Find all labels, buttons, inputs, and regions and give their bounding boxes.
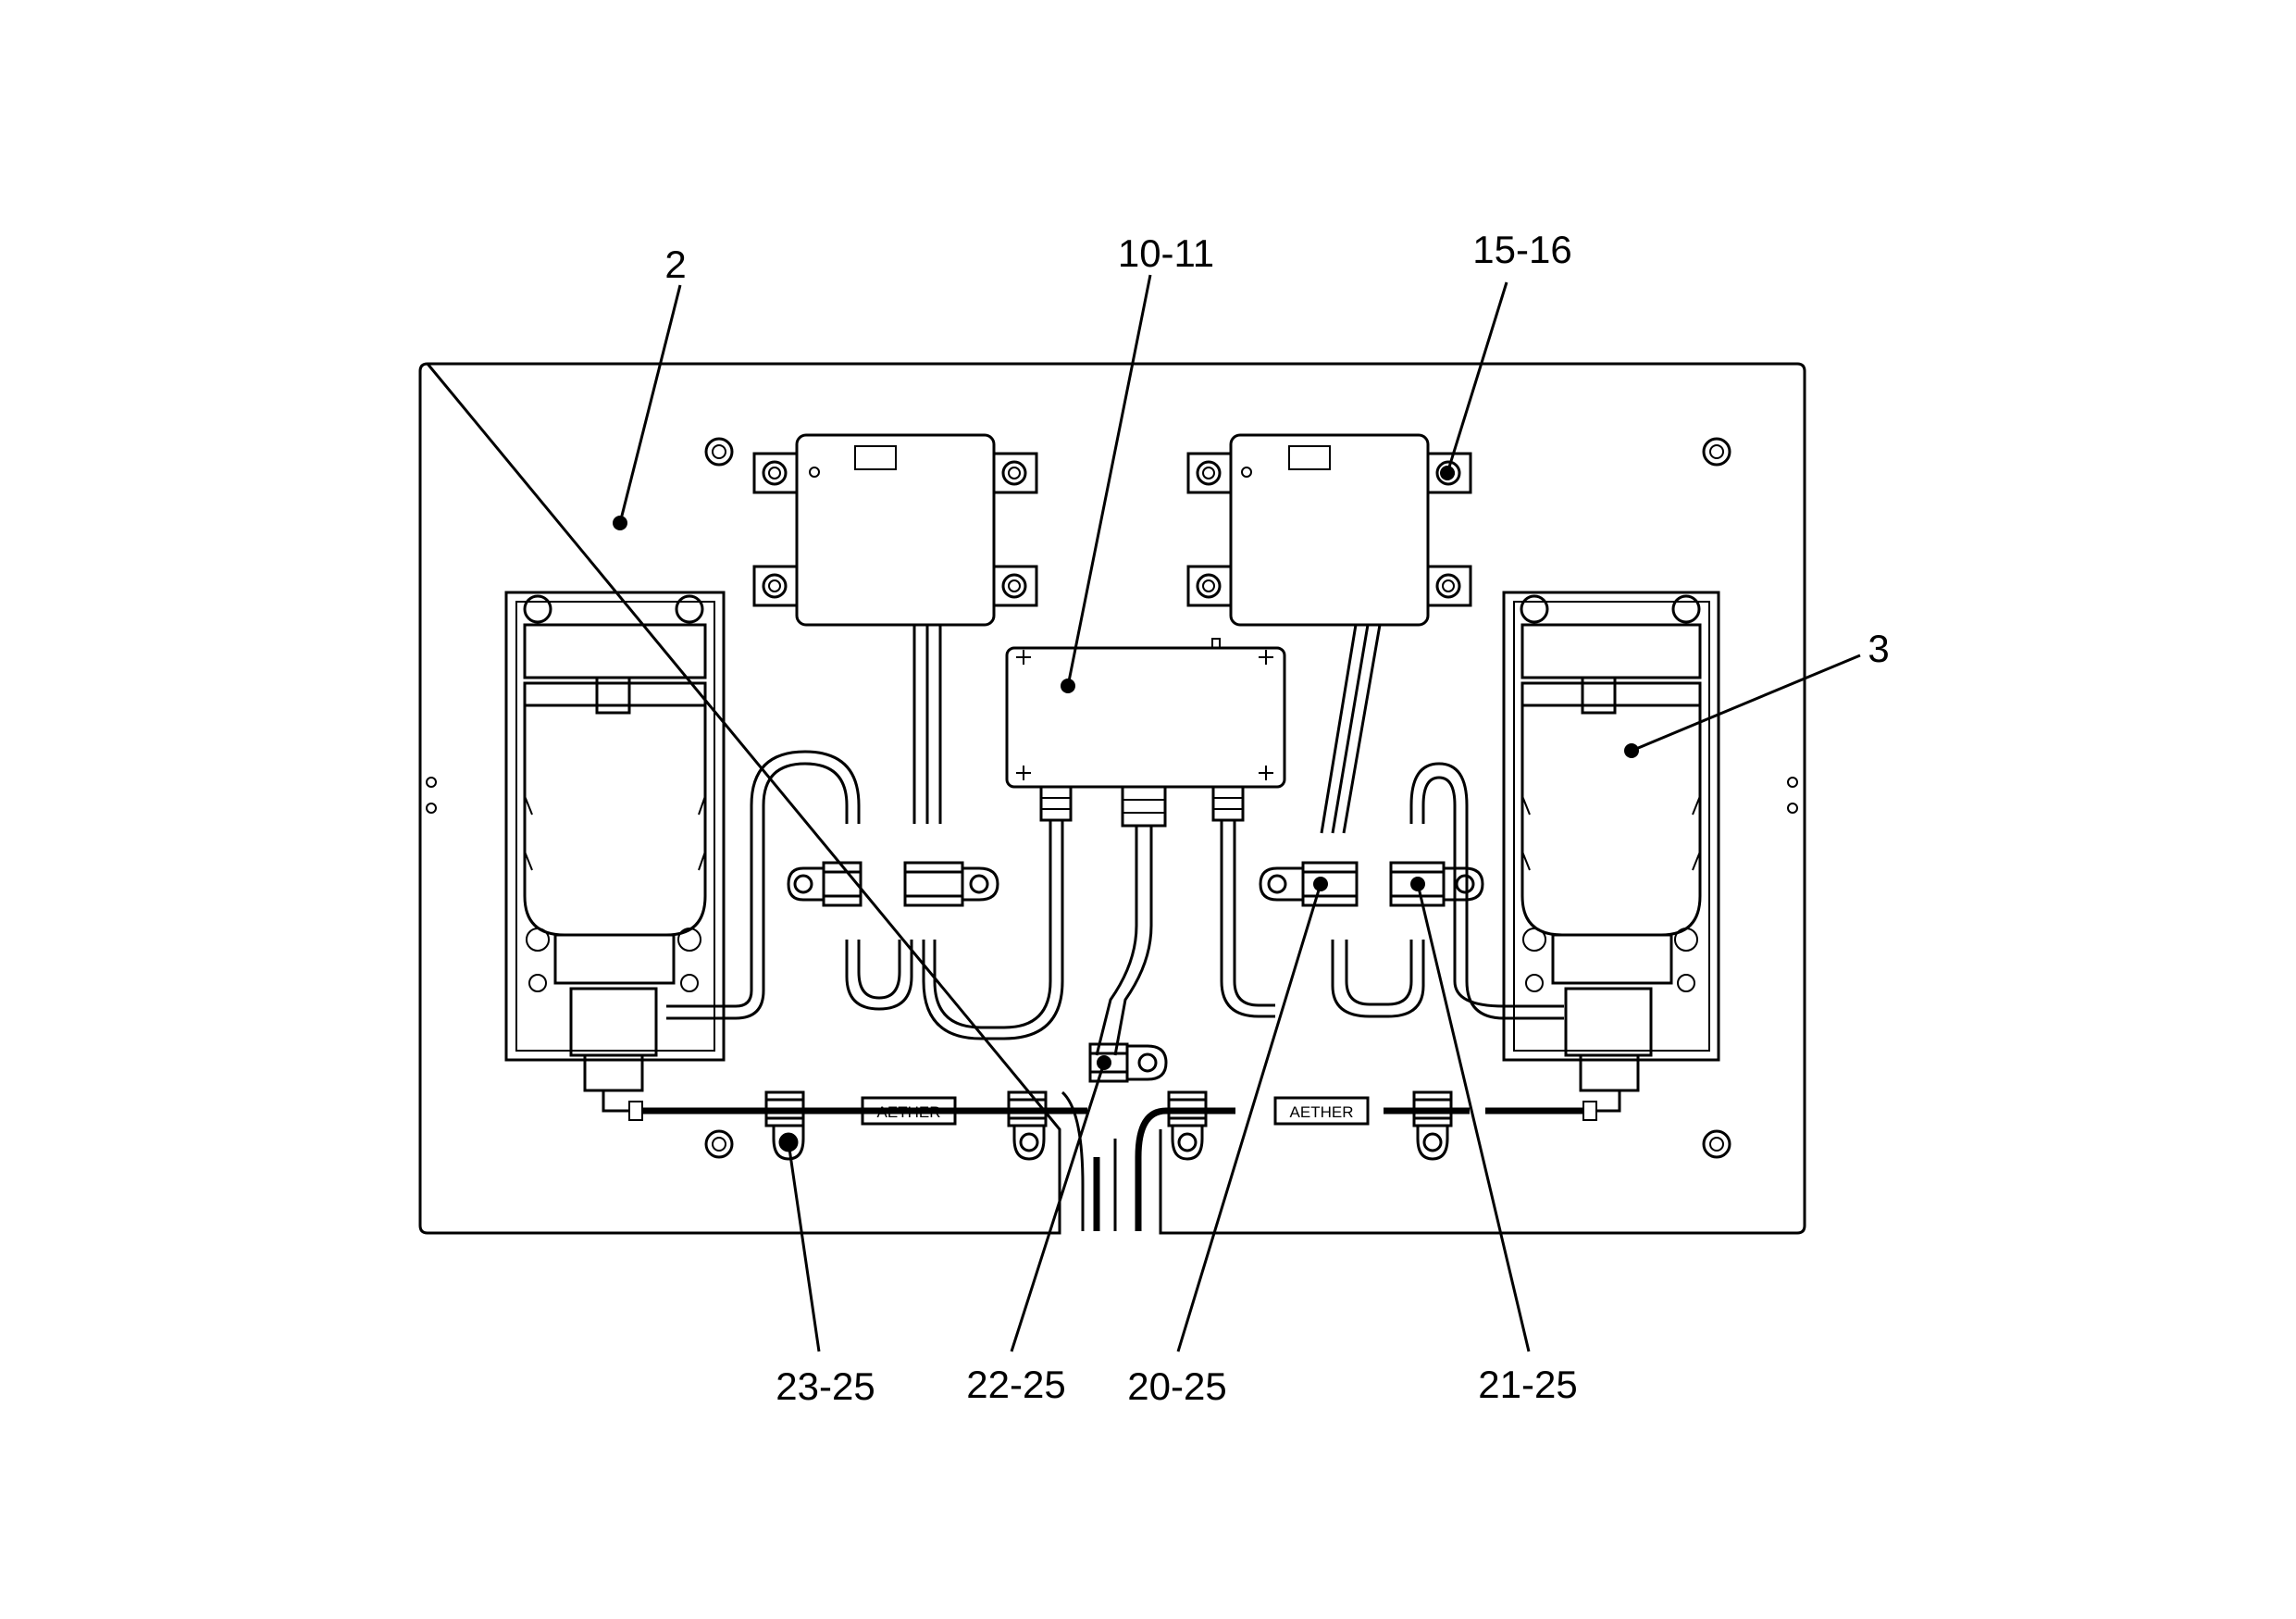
callout-plate: 2 [664, 243, 686, 286]
plate-bolt [1702, 1129, 1731, 1159]
junction-box [1005, 638, 1286, 828]
right-control-box [1186, 433, 1472, 627]
hose-tag-left-text: AETHER [877, 1103, 941, 1121]
callout-clamp-c: 20-25 [1127, 1364, 1226, 1408]
p-clamp [1389, 861, 1484, 907]
plate-bolt [1702, 437, 1731, 467]
p-clamp [903, 861, 999, 907]
plate-bolt [704, 437, 734, 467]
plate-bolt [704, 1129, 734, 1159]
leader-lines [613, 274, 1861, 1352]
p-clamp [787, 861, 863, 907]
callout-fastener: 15-16 [1472, 228, 1571, 271]
p-clamp [1412, 1090, 1453, 1161]
p-clamp [1167, 1090, 1208, 1161]
mounting-plate [418, 362, 1806, 1235]
hose-routing [642, 624, 1583, 1231]
p-clamp [1007, 1090, 1048, 1161]
left-pump [504, 591, 726, 1121]
callout-clamp-d: 21-25 [1478, 1363, 1577, 1406]
callout-clamp-b: 22-25 [966, 1363, 1065, 1406]
hose-tag-right-text: AETHER [1290, 1103, 1354, 1121]
callout-junction-box: 10-11 [1118, 231, 1214, 275]
left-control-box [752, 433, 1038, 627]
right-pump [1502, 591, 1720, 1121]
callout-clamp-a: 23-25 [776, 1364, 875, 1408]
hose-tag-right: AETHER [1273, 1096, 1370, 1126]
p-clamp [764, 1090, 805, 1161]
callout-pump: 3 [1868, 627, 1889, 670]
p-clamp [1259, 861, 1359, 907]
p-clamp [1088, 1042, 1168, 1083]
hose-tag-left: AETHER [861, 1096, 957, 1126]
